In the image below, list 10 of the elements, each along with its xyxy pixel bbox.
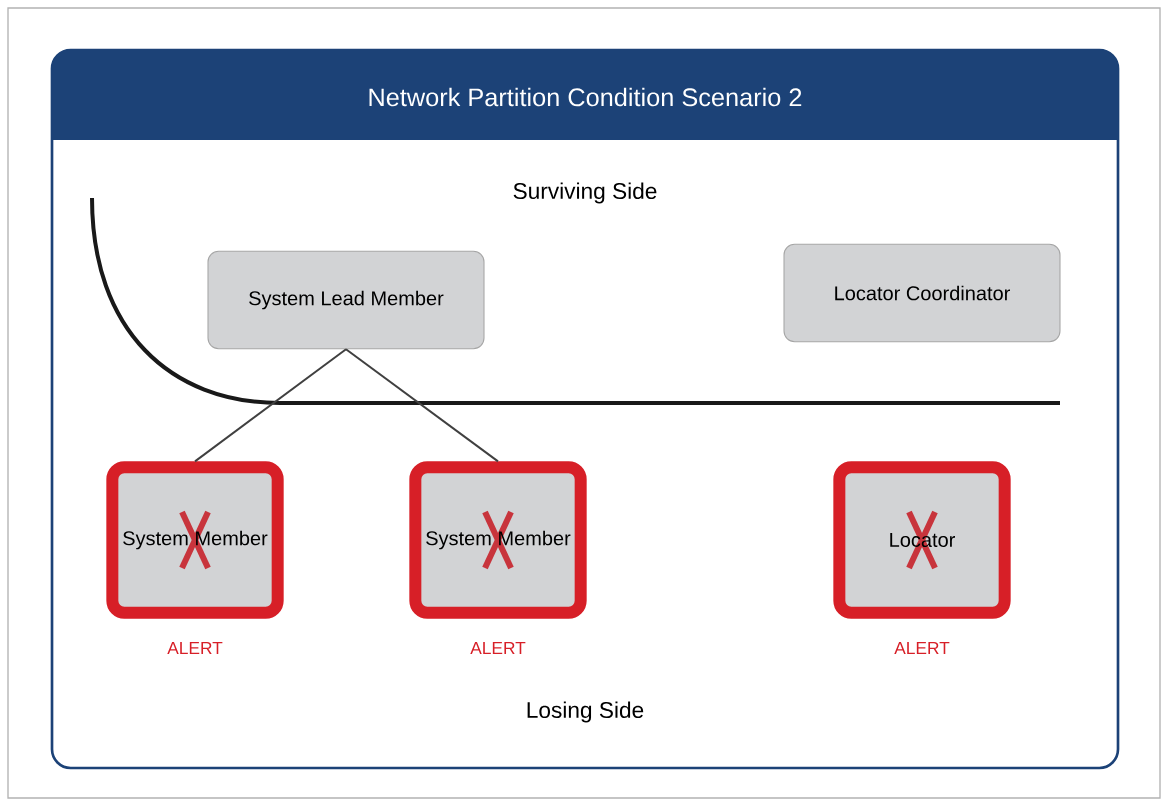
node-box: System Lead Member (207, 250, 485, 350)
side-label: Surviving Side (513, 182, 657, 204)
alert-label: ALERT (167, 642, 223, 654)
side-label: Losing Side (527, 701, 644, 723)
connector-line (194, 348, 347, 463)
title: Network Partition Condition Scenario 2 (369, 87, 802, 107)
alert-label: ALERT (894, 642, 950, 654)
node-box: Locator Coordinator (783, 243, 1061, 343)
connector-line (345, 348, 499, 463)
alert-label: ALERT (470, 642, 526, 654)
